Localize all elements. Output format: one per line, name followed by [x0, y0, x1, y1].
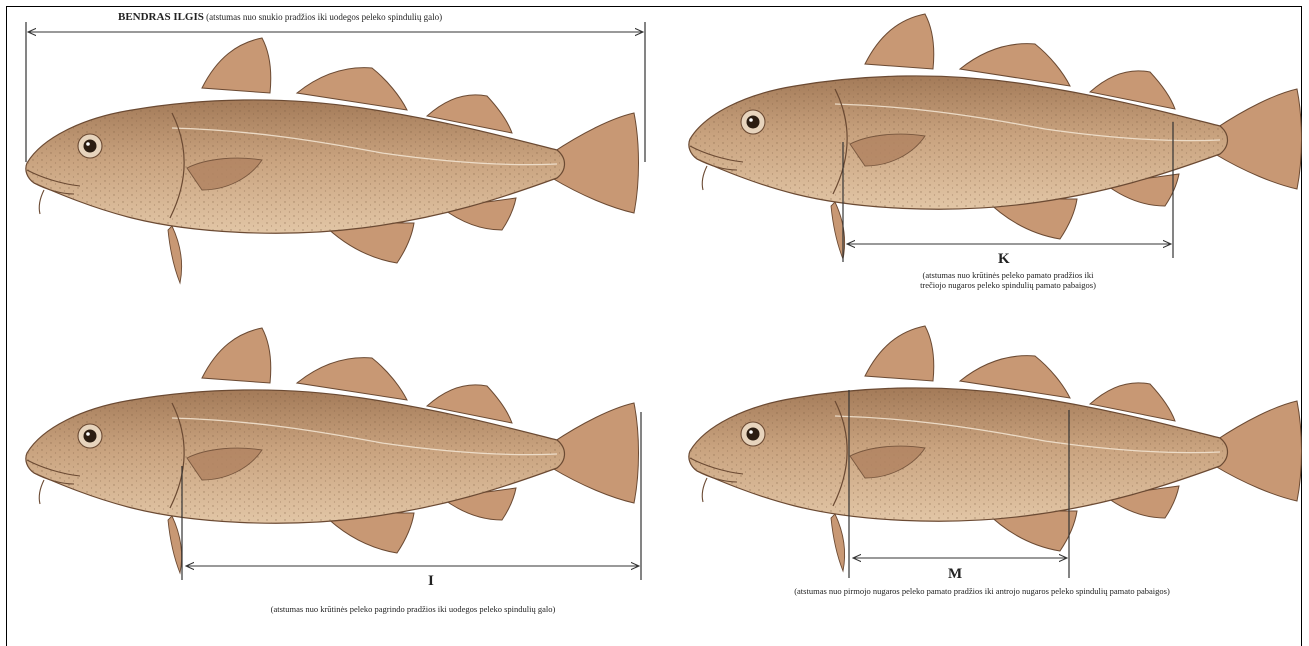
- k-letter: K: [998, 251, 1010, 268]
- m-letter: M: [948, 566, 962, 583]
- fish-i: [26, 328, 639, 573]
- total-length-title-bold: BENDRAS ILGIS: [118, 11, 204, 23]
- fish-m: [689, 326, 1302, 571]
- total-length-title: BENDRAS ILGIS (atstumas nuo snukio pradž…: [118, 11, 442, 23]
- i-letter: I: [428, 573, 434, 590]
- fish-total-length: [26, 38, 639, 283]
- k-caption-line2: trečiojo nugaros peleko spindulių pamato…: [840, 280, 1176, 290]
- m-caption: (atstumas nuo pirmojo nugaros peleko pam…: [682, 586, 1282, 596]
- i-caption: (atstumas nuo krūtinės peleko pagrindo p…: [186, 604, 640, 614]
- fish-k: [689, 14, 1302, 259]
- k-caption: (atstumas nuo krūtinės peleko pamato pra…: [840, 270, 1176, 290]
- total-length-title-rest: (atstumas nuo snukio pradžios iki uodego…: [206, 12, 442, 22]
- k-caption-line1: (atstumas nuo krūtinės peleko pamato pra…: [840, 270, 1176, 280]
